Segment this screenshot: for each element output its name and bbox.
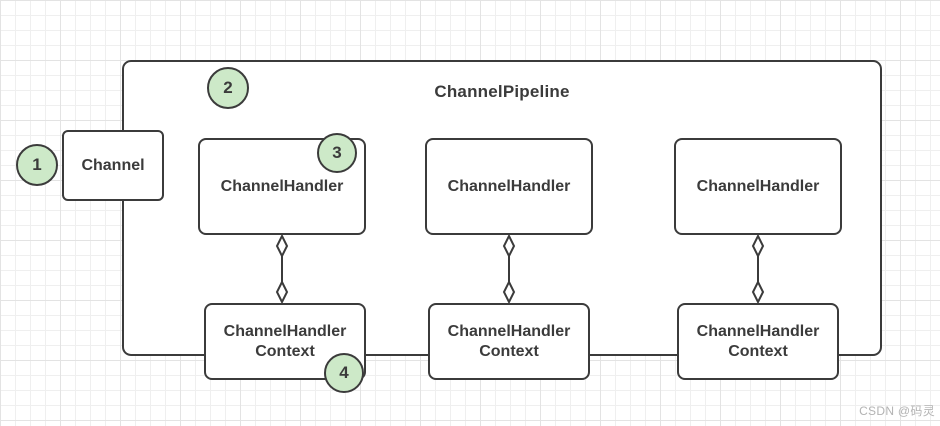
step-badge-2: 2 <box>207 67 249 109</box>
context-label-line2: Context <box>479 342 539 360</box>
pipeline-title: ChannelPipeline <box>434 82 570 101</box>
context-label-line2: Context <box>728 342 788 360</box>
context-label-line2: Context <box>255 342 315 360</box>
channel-handler-context-box-1: ChannelHandler Context <box>204 303 366 380</box>
watermark: CSDN @码灵 <box>859 404 935 418</box>
step-badge-3: 3 <box>317 133 357 173</box>
step-badge-4: 4 <box>324 353 364 393</box>
channel-handler-context-box-3: ChannelHandler Context <box>677 303 839 380</box>
context-label-line1: ChannelHandler <box>696 322 820 340</box>
context-label-line1: ChannelHandler <box>223 322 347 340</box>
channel-handler-box-2: ChannelHandler <box>425 138 593 235</box>
channel-box: Channel <box>62 130 164 201</box>
context-label-line1: ChannelHandler <box>447 322 571 340</box>
channel-handler-label: ChannelHandler <box>220 177 344 195</box>
step-badge-1: 1 <box>16 144 58 186</box>
channel-handler-context-box-2: ChannelHandler Context <box>428 303 590 380</box>
channel-handler-label: ChannelHandler <box>696 177 820 195</box>
channel-handler-label: ChannelHandler <box>447 177 571 195</box>
channel-handler-box-3: ChannelHandler <box>674 138 842 235</box>
channel-label: Channel <box>81 156 145 174</box>
